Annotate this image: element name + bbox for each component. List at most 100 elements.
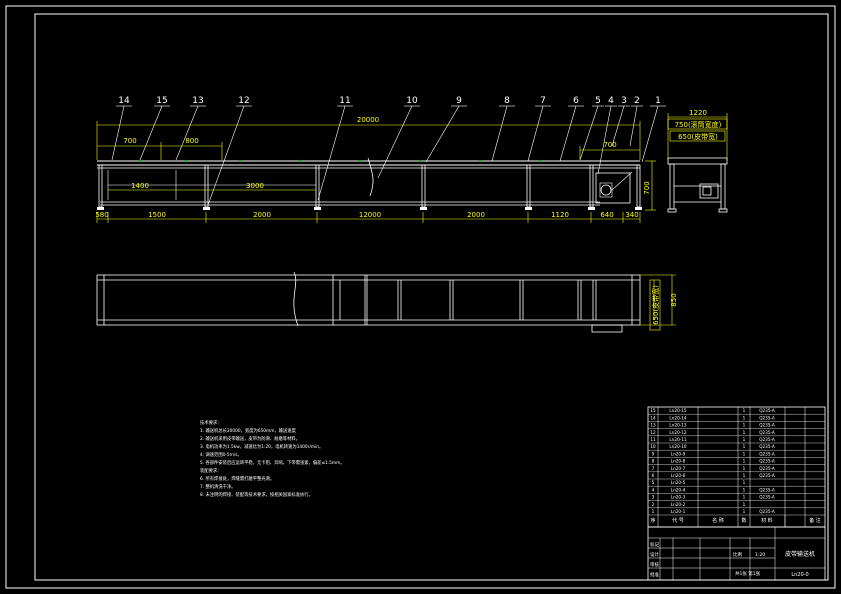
parts-row-cell: Ln20-14 [669, 415, 686, 420]
dim-bottom-6: 640 [600, 211, 613, 219]
parts-row-cell: 1 [743, 509, 746, 514]
dim-inner-left: 1400 [131, 182, 149, 190]
parts-row-cell: Ln20-7 [671, 466, 686, 471]
parts-row-cell: Q235-A [759, 495, 775, 500]
dim-side-belt: 750(滚筒宽度) [675, 120, 722, 129]
parts-row-cell: 1 [743, 487, 746, 492]
dim-bottom-0: 580 [95, 211, 108, 219]
note-line: 技术要求： [200, 419, 221, 426]
parts-row-cell: 5 [652, 480, 655, 485]
title-scale-value: 1:20 [755, 552, 765, 558]
dim-top-left: 700 [123, 137, 136, 145]
dim-height: 700 [643, 181, 651, 194]
balloon-2: 2 [634, 96, 640, 106]
balloon-15: 15 [156, 96, 167, 106]
balloon-6: 6 [573, 96, 579, 106]
parts-row-cell: 9 [652, 451, 655, 456]
parts-row-cell: 12 [650, 430, 656, 435]
note-line: 2. 输送机采用皮带输送，皮带为防滑、耐磨等材料。 [200, 435, 300, 442]
dim-bottom-5: 1120 [551, 211, 569, 219]
parts-header-code: 代 号 [672, 517, 684, 524]
note-line: 6. 所有焊接处，焊缝需打磨平整光滑。 [200, 475, 274, 482]
parts-header-qty: 数 [741, 517, 746, 524]
parts-row-cell: Q235-A [759, 459, 775, 464]
balloon-4: 4 [608, 96, 614, 106]
dim-plan-width: 850 [670, 293, 678, 306]
dim-bottom-4: 2000 [467, 211, 485, 219]
balloon-8: 8 [504, 96, 510, 106]
balloon-12: 12 [238, 96, 249, 106]
parts-header-name: 名 称 [712, 517, 724, 524]
dim-bottom-7: 340 [625, 211, 638, 219]
parts-row-cell: Ln20-12 [669, 430, 686, 435]
dim-plan-belt: 650(皮带宽) [651, 285, 660, 325]
parts-row-cell: 1 [743, 430, 746, 435]
parts-row-cell: Q235-A [759, 437, 775, 442]
note-line: 7. 整机清洗干净。 [200, 483, 236, 490]
parts-row-cell: Ln20-3 [671, 495, 686, 500]
parts-row-cell: 1 [743, 495, 746, 500]
parts-row-cell: Ln20-1 [671, 509, 686, 514]
dim-side-inner: 650(皮带宽) [678, 132, 718, 141]
parts-row-cell: Q235-A [759, 430, 775, 435]
parts-row-cell: 10 [650, 444, 656, 449]
balloon-14: 14 [118, 96, 130, 106]
parts-row-cell: 1 [743, 466, 746, 471]
note-line: 装配要求： [200, 467, 221, 474]
parts-row-cell: 1 [743, 459, 746, 464]
parts-header-no: 序 [650, 517, 655, 524]
technical-notes: 技术要求： 1. 输送机总长20000，宽度为650mm，输送速度 2. 输送机… [200, 419, 345, 498]
dim-overall-length: 20000 [357, 116, 379, 124]
parts-row-cell: 2 [652, 502, 655, 507]
title-row-design: 设计 [650, 551, 659, 558]
note-line: 4. 调速范围0-5m/s。 [200, 451, 242, 458]
parts-row-cell: Ln20-15 [669, 408, 686, 413]
parts-row-cell: Ln20-13 [669, 423, 686, 428]
parts-row-cell: Q235-A [759, 473, 775, 478]
title-sheet-info: 共1张 第1张 [735, 570, 761, 577]
balloon-5: 5 [595, 96, 601, 106]
parts-row-cell: 13 [650, 423, 656, 428]
title-row-review: 审核 [650, 561, 659, 568]
inner-border [34, 13, 829, 581]
balloon-9: 9 [456, 96, 462, 106]
parts-row-cell: Ln20-5 [671, 480, 686, 485]
parts-row-cell: Q235-A [759, 451, 775, 456]
parts-row-cell: 1 [743, 444, 746, 449]
parts-row-cell: Ln20-8 [671, 459, 686, 464]
title-drawing-number: Ln20-0 [791, 572, 808, 578]
side-view: 1220 750(滚筒宽度) 650(皮带宽) [667, 109, 728, 213]
title-row-mark: 标记 [650, 541, 659, 548]
balloon-11: 11 [339, 96, 350, 106]
balloon-1: 1 [655, 96, 661, 106]
dim-bottom-1: 1500 [148, 211, 166, 219]
parts-header-material: 材 料 [761, 517, 773, 524]
parts-row-cell: 6 [652, 473, 655, 478]
parts-row-cell: 8 [652, 459, 655, 464]
outer-border [5, 5, 836, 589]
title-block: 标记 设计 审核 批准 比例 1:20 共1张 第1张 皮带输送机 Ln20-0 [647, 515, 826, 581]
dim-bottom-2: 2000 [253, 211, 271, 219]
parts-row-cell: 3 [652, 495, 655, 500]
parts-row-cell: 1 [743, 451, 746, 456]
note-line: 1. 输送机总长20000，宽度为650mm，输送速度 [200, 427, 297, 434]
parts-row-cell: Q235-A [759, 466, 775, 471]
plan-view: 650(皮带宽) 850 [96, 271, 678, 333]
parts-row-cell: Q235-A [759, 444, 775, 449]
balloon-13: 13 [192, 96, 203, 106]
note-line: 5. 各部件安装后应运转平稳，无卡阻、异响，下带需张紧，偏差≤1.5mm。 [200, 459, 345, 466]
parts-header-remark: 备 注 [809, 517, 821, 524]
parts-row-cell: 14 [650, 415, 656, 420]
parts-row-cell: 1 [743, 480, 746, 485]
title-row-process: 批准 [650, 571, 659, 578]
parts-row-cell: Q235-A [759, 509, 775, 514]
parts-row-cell: Ln20-4 [671, 487, 686, 492]
parts-row-cell: 11 [650, 437, 656, 442]
parts-row-cell: 4 [652, 487, 655, 492]
parts-row-cell: 1 [743, 408, 746, 413]
dim-top-mid: 800 [185, 137, 198, 145]
parts-row-cell: Q235-A [759, 415, 775, 420]
parts-row-cell: Ln20-6 [671, 473, 686, 478]
